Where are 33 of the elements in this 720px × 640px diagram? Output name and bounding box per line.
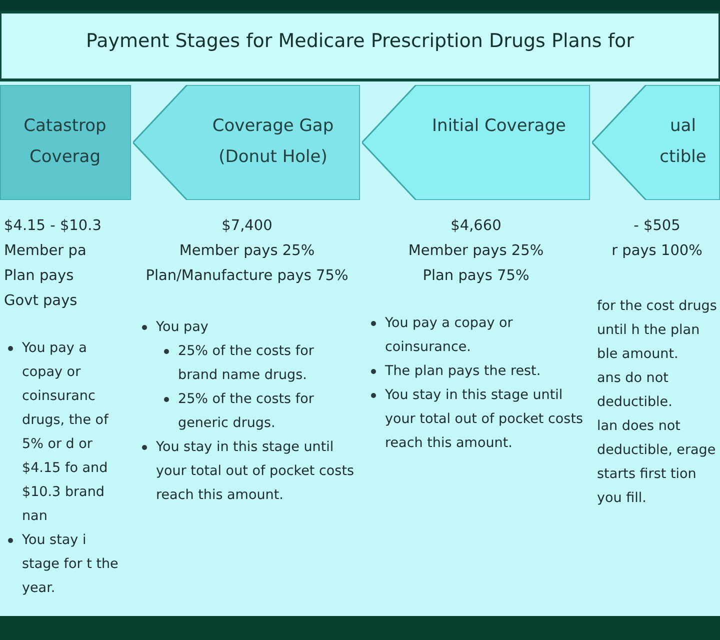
stage-box <box>0 85 131 200</box>
bullet-text: The plan pays the rest. <box>385 362 542 381</box>
chevron-stage <box>362 85 590 200</box>
description-text: ans do not deductible. <box>597 369 674 412</box>
amount-text: $7,400 <box>220 217 274 236</box>
amount-text: $4,660 <box>450 217 502 236</box>
bullet-text: You pay a copay or coinsuranc drugs, the of 5% or d or $4.15 fo and $10.3 brand nan <box>22 339 110 526</box>
description-text: lan does not deductible, erage starts first tion you fill. <box>597 417 717 508</box>
bullet-text: 25% of the costs for brand name drugs. <box>178 342 315 385</box>
amount-text: - $505 <box>632 217 682 236</box>
amount-text: Govt pays <box>4 292 78 311</box>
amount-text: Member pa <box>4 242 88 261</box>
amount-text: Plan pays 75% <box>422 267 530 286</box>
description-text: for the cost drugs until h the plan ble amount. <box>597 297 717 364</box>
bullet-text: You stay in this stage until your total out of pocket costs reach this amount. <box>156 438 356 505</box>
amount-text: Member pays 25% <box>178 242 316 261</box>
bullet-text: You pay a copay or coinsurance. <box>385 314 514 357</box>
bullet-text: You pay <box>156 318 210 337</box>
amount-text: r pays 100% <box>610 242 704 261</box>
amount-text: Plan pays <box>4 267 75 286</box>
stage-title: Initial Coverage <box>431 115 567 138</box>
bullet-text: 25% of the costs for generic drugs. <box>178 390 315 433</box>
bullet-text: You stay in this stage until your total out of pocket costs reach this amount. <box>385 386 584 453</box>
amount-text: $4.15 - $10.3 <box>4 217 102 236</box>
stage-title: Catastrop Coverag <box>22 115 108 169</box>
amount-text: Member pays 25% <box>407 242 545 261</box>
title: Payment Stages for Medicare Prescription Drugs Plans for <box>85 30 635 52</box>
amount-text: Plan/Manufacture pays 75% <box>144 267 350 286</box>
chevron-stage <box>133 85 360 200</box>
bullet-text: You stay i stage for t the year. <box>22 531 120 598</box>
stage-title: ual ctible <box>658 115 708 169</box>
chevron-stage <box>592 85 720 200</box>
stage-title: Coverage Gap (Donut Hole) <box>211 115 335 169</box>
